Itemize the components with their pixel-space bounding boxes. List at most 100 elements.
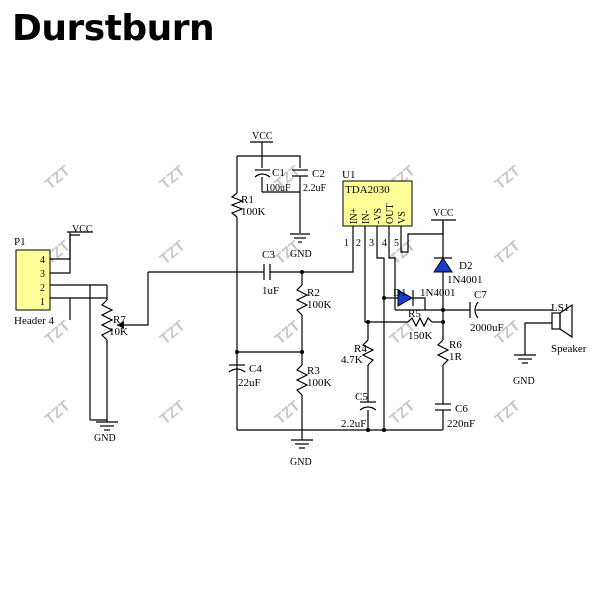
- r4-value: 4.7K: [341, 354, 363, 366]
- resistor-r4: R4 4.7K: [341, 322, 375, 402]
- ic-pin-name: -VS: [373, 208, 384, 224]
- resistor-r5: R5 150K: [368, 308, 443, 342]
- ic-pin-number: 1: [344, 238, 349, 249]
- header-pin-number: 3: [40, 269, 45, 280]
- d1-value: 1N4001: [420, 287, 455, 299]
- speaker-ls1: LS1 Speaker GND: [513, 302, 587, 387]
- r7-value: 10K: [109, 326, 128, 338]
- vcc-label: VCC: [72, 224, 93, 235]
- c7-value: 2000uF: [470, 322, 504, 334]
- header-pin-number: 2: [40, 283, 45, 294]
- r7-ref: R7: [113, 314, 126, 326]
- resistor-r3: R3 100K: [295, 352, 332, 430]
- ls1-ref: LS1: [551, 302, 569, 314]
- gnd-label: GND: [290, 249, 312, 260]
- ic-part: TDA2030: [345, 184, 390, 196]
- gnd-label: GND: [513, 376, 535, 387]
- capacitor-c6: C6 220nF: [435, 403, 475, 430]
- r4-ref: R4: [354, 343, 367, 355]
- c5-value: 2.2uF: [341, 418, 366, 430]
- ic-pin-name: VS: [397, 211, 408, 224]
- d2-ref: D2: [459, 260, 472, 272]
- watermark: TZT: [42, 162, 74, 193]
- c7-ref: C7: [474, 289, 487, 301]
- c6-value: 220nF: [447, 418, 475, 430]
- vcc-label: VCC: [252, 131, 273, 142]
- c3-to-in-plus: [270, 245, 354, 273]
- watermark: TZT: [492, 162, 524, 193]
- supply-top: VCC: [236, 131, 301, 193]
- c3-ref: C3: [262, 249, 275, 261]
- resistor-r2: R2 100K: [295, 272, 332, 352]
- r5-value: 150K: [408, 330, 433, 342]
- d1-ref: D1: [393, 287, 406, 299]
- capacitor-c1: C1 100uF: [254, 167, 291, 194]
- c3-value: 1uF: [262, 285, 279, 297]
- capacitor-c2: C2 2.2uF: [292, 168, 327, 233]
- c2-ref: C2: [312, 168, 325, 180]
- c1-ref: C1: [272, 167, 285, 179]
- c2-value: 2.2uF: [303, 183, 327, 194]
- header-name: Header 4: [14, 315, 55, 327]
- r2-value: 100K: [307, 299, 332, 311]
- capacitor-c7: C7 2000uF: [469, 289, 552, 334]
- watermark: TZT: [42, 397, 74, 428]
- ic-pin-name: OUT: [385, 203, 396, 224]
- watermark: TZT: [387, 397, 419, 428]
- watermark: TZT: [157, 317, 189, 348]
- watermark: TZT: [387, 237, 419, 268]
- r5-ref: R5: [408, 308, 421, 320]
- r3-ref: R3: [307, 365, 320, 377]
- ic-pin-number: 2: [356, 238, 361, 249]
- header-pin-number: 1: [40, 297, 45, 308]
- watermark: TZT: [272, 317, 304, 348]
- r1-ref: R1: [241, 194, 254, 206]
- r1-value: 100K: [241, 206, 266, 218]
- resistor-r7: R7 10K: [90, 272, 149, 420]
- r6-ref: R6: [449, 339, 462, 351]
- diode-d1: D1 1N4001: [384, 287, 455, 310]
- r3-value: 100K: [307, 377, 332, 389]
- c6-ref: C6: [455, 403, 468, 415]
- watermark: TZT: [157, 162, 189, 193]
- vcc-label: VCC: [433, 208, 454, 219]
- d2-value: 1N4001: [447, 274, 482, 286]
- header-body: [15, 249, 51, 311]
- r6-value: 1R: [449, 351, 463, 363]
- watermark: TZT: [272, 397, 304, 428]
- ground-c1c2: GND: [290, 233, 312, 260]
- diode-d2: VCC D2 1N4001: [431, 208, 482, 322]
- brand-title: Durstburn: [12, 8, 215, 49]
- ls1-value: Speaker: [551, 343, 587, 355]
- ground-left: GND: [90, 419, 118, 444]
- capacitor-c3: C3 1uF: [262, 249, 279, 297]
- ground-bottom: GND: [290, 430, 313, 468]
- header-ref: P1: [14, 236, 26, 248]
- ic-pin-name: IN+: [349, 207, 360, 224]
- header-pin-number: 4: [40, 255, 45, 266]
- r2-ref: R2: [307, 287, 320, 299]
- resistor-r1: R1 100K: [230, 192, 266, 430]
- ic-ref: U1: [342, 169, 355, 181]
- ic-pin-name: IN-: [361, 210, 372, 224]
- c1-value: 100uF: [265, 183, 291, 194]
- ic-pin-number: 3: [369, 238, 374, 249]
- resistor-r6: R6 1R: [436, 322, 463, 404]
- ic-body: [342, 180, 413, 227]
- watermark: TZT: [492, 237, 524, 268]
- ic-pin-number: 4: [382, 238, 387, 249]
- watermark: TZT: [492, 397, 524, 428]
- capacitor-c4: C4 22uF: [228, 363, 262, 389]
- watermark: TZT: [157, 397, 189, 428]
- ic-u1: U1 TDA2030 IN+ IN- -VS OUT VS 1 2 3 4 5: [342, 169, 413, 249]
- gnd-label: GND: [290, 457, 312, 468]
- c4-ref: C4: [249, 363, 262, 375]
- ic-pin-number: 5: [394, 238, 399, 249]
- c4-value: 22uF: [238, 377, 261, 389]
- gnd-label: GND: [94, 433, 116, 444]
- watermark: TZT: [157, 237, 189, 268]
- c5-ref: C5: [355, 391, 368, 403]
- header-p1: P1 Header 4 4 3 2 1: [14, 236, 55, 327]
